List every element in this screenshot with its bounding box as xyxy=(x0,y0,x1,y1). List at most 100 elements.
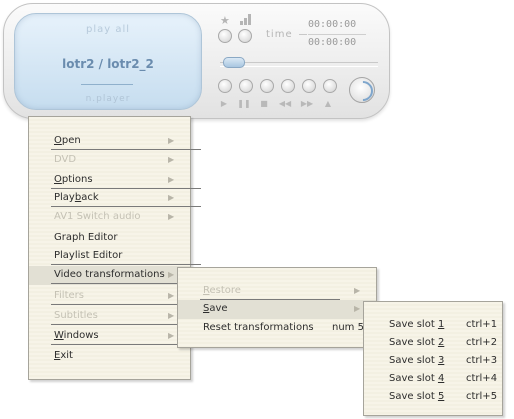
stop-icon[interactable]: ■ xyxy=(260,99,268,108)
control-button-1[interactable] xyxy=(218,79,232,93)
menu-item-save-slot-2[interactable]: Save slot 2 ctrl+2 xyxy=(364,334,502,353)
play-icon[interactable]: ▶ xyxy=(220,99,228,108)
menu-item-subtitles-label: Subtitles xyxy=(54,310,98,321)
menu-item-mnemonic: 5 xyxy=(437,391,445,402)
submenu-arrow-icon: ▶ xyxy=(168,291,175,300)
submenu-arrow-icon: ▶ xyxy=(354,304,361,313)
menu-item-exit[interactable]: Exit xyxy=(29,347,190,366)
menu-separator xyxy=(51,264,201,265)
menu-separator xyxy=(200,299,340,300)
menu-item-label: Save slot xyxy=(389,391,438,402)
menu-item-options-mnemonic: O xyxy=(54,174,62,185)
menu-separator xyxy=(51,149,201,150)
menu-item-playlist-editor[interactable]: Playlist Editor xyxy=(29,247,201,266)
submenu-arrow-icon: ▶ xyxy=(168,212,175,221)
menu-item-playback-prefix: Play xyxy=(54,192,75,203)
eject-icon[interactable]: ▲ xyxy=(324,99,332,108)
time-label: time xyxy=(266,29,293,40)
menu-item-mnemonic: 3 xyxy=(437,355,445,366)
menu-item-playback[interactable]: Playback ▶ xyxy=(29,189,201,208)
menu-separator xyxy=(51,344,201,345)
menu-item-playlist-editor-label: Playlist Editor xyxy=(54,250,123,261)
menu-item-open[interactable]: Open ▶ xyxy=(29,132,201,151)
player-brand: n.player xyxy=(85,94,131,104)
menu-separator xyxy=(51,304,201,305)
submenu-arrow-icon: ▶ xyxy=(168,136,175,145)
signal-bars-icon[interactable] xyxy=(240,14,252,25)
control-button-5[interactable] xyxy=(302,79,316,93)
next-icon[interactable]: ▶▶ xyxy=(300,99,314,108)
menu-item-open-label: pen xyxy=(61,135,81,146)
seek-thumb[interactable] xyxy=(223,57,245,68)
volume-knob[interactable] xyxy=(349,77,375,103)
elapsed-time: 00:00:00 xyxy=(308,19,357,30)
menu-item-open-mnemonic: O xyxy=(54,135,62,146)
player-window: play all lotr2 / lotr2_2 n.player ★ time… xyxy=(3,3,390,119)
submenu-arrow-icon: ▶ xyxy=(168,311,175,320)
menu-item-switch-audio-label: AV1 Switch audio xyxy=(54,211,141,222)
submenu-arrow-icon: ▶ xyxy=(168,270,175,279)
control-button-6[interactable] xyxy=(323,79,337,93)
previous-icon[interactable]: ◀◀ xyxy=(278,99,292,108)
menu-item-save-slot-1[interactable]: Save slot 1 ctrl+1 xyxy=(364,316,502,335)
menu-item-dvd[interactable]: DVD ▶ xyxy=(29,151,190,170)
menu-separator xyxy=(51,188,201,189)
video-transformations-submenu: Restore ▶ Save ▶ Reset transformations n… xyxy=(177,267,377,348)
control-button-4[interactable] xyxy=(281,79,295,93)
submenu-arrow-icon: ▶ xyxy=(168,193,175,202)
menu-item-reset-transformations[interactable]: Reset transformations num 5 xyxy=(178,319,376,338)
submenu-arrow-icon: ▶ xyxy=(168,175,175,184)
menu-separator xyxy=(51,206,201,207)
menu-item-playback-label: ack xyxy=(81,192,99,203)
menu-item-save-mnemonic: S xyxy=(203,303,210,314)
menu-item-label: Save slot xyxy=(389,337,438,348)
pause-icon[interactable]: ❚❚ xyxy=(237,99,251,108)
control-button-2[interactable] xyxy=(239,79,253,93)
time-separator xyxy=(308,34,366,35)
total-time: 00:00:00 xyxy=(308,37,357,48)
submenu-arrow-icon: ▶ xyxy=(168,155,175,164)
menu-item-mnemonic: 4 xyxy=(437,373,445,384)
menu-item-reset-transformations-label: Reset transformations xyxy=(203,322,314,333)
menu-item-windows[interactable]: Windows ▶ xyxy=(29,327,201,346)
menu-item-save-slot-3[interactable]: Save slot 3 ctrl+3 xyxy=(364,352,502,371)
menu-item-label: Save slot xyxy=(389,373,438,384)
screen-divider xyxy=(81,84,133,85)
menu-item-save-slot-4[interactable]: Save slot 4 ctrl+4 xyxy=(364,370,502,389)
play-mode-label[interactable]: play all xyxy=(85,24,131,35)
option-button-2[interactable] xyxy=(238,29,252,43)
shortcut-label: ctrl+2 xyxy=(466,337,498,348)
shortcut-label: ctrl+5 xyxy=(466,391,498,402)
menu-item-restore-label: estore xyxy=(209,285,241,296)
menu-item-filters-label: Filters xyxy=(54,290,84,301)
menu-item-label: Save slot xyxy=(389,319,438,330)
seek-bar[interactable] xyxy=(220,62,378,67)
menu-item-restore[interactable]: Restore ▶ xyxy=(178,282,376,301)
favorite-star-icon[interactable]: ★ xyxy=(220,14,230,27)
menu-item-graph-editor[interactable]: Graph Editor xyxy=(29,229,190,248)
menu-item-save[interactable]: Save ▶ xyxy=(178,300,376,319)
menu-item-filters[interactable]: Filters ▶ xyxy=(29,287,201,306)
option-button-1[interactable] xyxy=(218,29,232,43)
control-button-3[interactable] xyxy=(260,79,274,93)
menu-item-switch-audio[interactable]: AV1 Switch audio ▶ xyxy=(29,208,190,227)
shortcut-label: num 5 xyxy=(332,322,364,333)
menu-item-mnemonic: 1 xyxy=(437,319,445,330)
menu-item-playback-mnemonic: b xyxy=(74,192,82,203)
shortcut-label: ctrl+3 xyxy=(466,355,498,366)
now-playing-title: lotr2 / lotr2_2 xyxy=(62,57,154,71)
shortcut-label: ctrl+4 xyxy=(466,373,498,384)
menu-separator xyxy=(51,283,201,284)
menu-item-restore-mnemonic: R xyxy=(203,285,210,296)
menu-item-subtitles[interactable]: Subtitles ▶ xyxy=(29,307,201,326)
menu-item-save-slot-5[interactable]: Save slot 5 ctrl+5 xyxy=(364,388,502,407)
menu-separator xyxy=(51,324,201,325)
menu-item-windows-mnemonic: W xyxy=(54,330,64,341)
submenu-arrow-icon: ▶ xyxy=(354,286,361,295)
save-submenu: Save slot 1 ctrl+1 Save slot 2 ctrl+2 Sa… xyxy=(363,301,503,416)
shortcut-label: ctrl+1 xyxy=(466,319,498,330)
menu-item-mnemonic: 2 xyxy=(437,337,445,348)
menu-item-video-transformations[interactable]: Video transformations ▶ xyxy=(29,266,201,285)
display-screen: play all lotr2 / lotr2_2 n.player xyxy=(14,13,202,110)
menu-item-options[interactable]: Options ▶ xyxy=(29,171,201,190)
